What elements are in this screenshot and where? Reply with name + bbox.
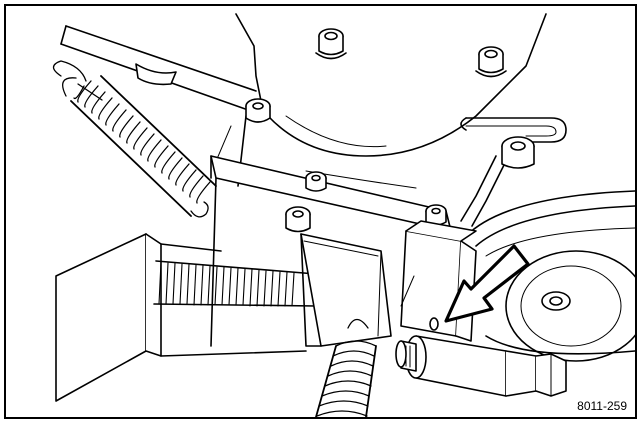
figure-frame: 8011-259 [4,4,637,419]
center-bracket [300,233,392,347]
figure-code: 8011-259 [575,399,629,413]
upper-spring [52,60,217,218]
hex-nut-top-2 [475,46,507,78]
threaded-rod [153,260,317,307]
hex-nut-plate-3 [285,206,311,233]
diagonal-bar [60,25,257,112]
lower-spring [315,318,377,417]
left-block [55,233,307,402]
hex-nut-bar [245,98,271,123]
mechanical-illustration [52,13,635,417]
pulley [465,190,635,362]
hex-nut-right [501,136,535,169]
adjusting-bolt [395,335,567,397]
hex-nut-top-1 [315,28,347,60]
arrow-down-left-icon [444,244,530,323]
hex-nut-plate-1 [305,171,327,192]
right-bracket [460,117,567,227]
